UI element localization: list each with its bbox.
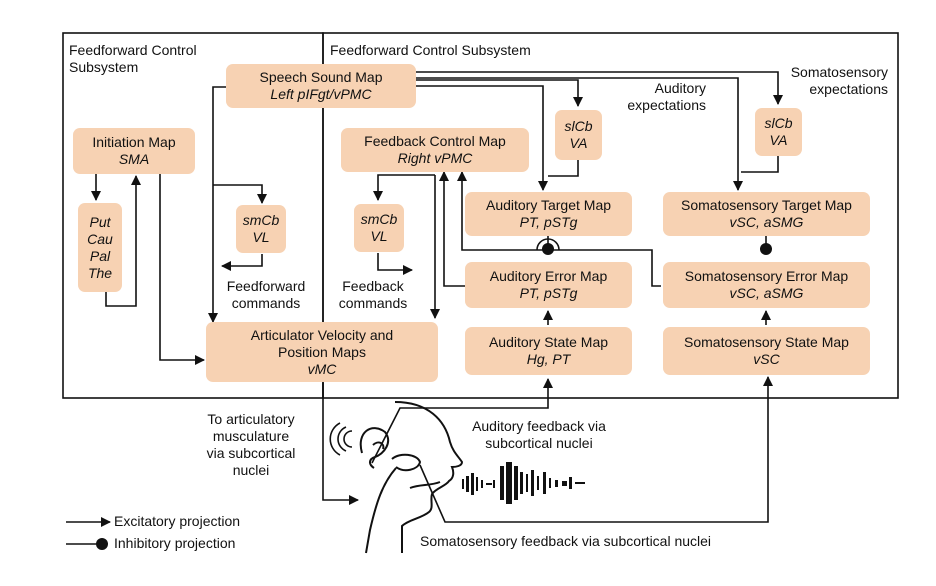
fcm-to-smcb-fb-arrow [373, 174, 435, 201]
somatosensory-error-map-title: Somatosensory Error Map [684, 268, 849, 284]
bg-pallidum: Pal [89, 247, 111, 264]
slcb-aud-title: slCb [564, 118, 593, 134]
feedback-control-map: Feedback Control Map Right vPMC [341, 128, 529, 172]
auditory-target-map: Auditory Target Map PT, pSTg [465, 192, 632, 236]
auditory-inhibit-dot [542, 243, 554, 255]
left-subsystem-title: Feedforward Control Subsystem [69, 42, 197, 75]
to-articulatory-musculature-label: To articulatory musculature via subcorti… [206, 411, 296, 478]
slcb-som-to-somatosensory-target-arrow [741, 156, 779, 173]
feedback-commands-label: Feedback commands [338, 278, 408, 311]
articulator-to-musculature-arrow [322, 383, 359, 505]
bg-caudate: Cau [87, 230, 113, 247]
smcb-ff-to-articulator-line [221, 254, 263, 271]
auditory-target-map-title: Auditory Target Map [485, 197, 612, 213]
auditory-error-map-title: Auditory Error Map [489, 268, 608, 284]
slcb-aud-region: VA [569, 135, 588, 151]
articulator-map-region: vMC [307, 360, 337, 377]
initiation-to-articulator-arrow [159, 174, 205, 365]
somatosensory-state-map-title: Somatosensory State Map [684, 334, 849, 350]
somatosensory-expectations-label: Somatosensory expectations [790, 64, 888, 97]
feedforward-commands-label: Feedforward commands [226, 278, 306, 311]
feedback-control-map-title: Feedback Control Map [364, 133, 506, 149]
somatosensory-error-map-region: vSC, aSMG [729, 285, 804, 301]
initiation-map-region: SMA [118, 151, 150, 167]
smcb-ff-region: VL [252, 229, 270, 245]
smcb-feedforward: smCb VL [236, 205, 286, 253]
ssm-to-articulator-arrow [208, 86, 228, 323]
auditory-state-map-region: Hg, PT [526, 351, 571, 367]
ssm-to-auditory-target-arrow [415, 85, 548, 191]
smcb-feedback: smCb VL [354, 204, 404, 252]
initiation-map-title: Initiation Map [92, 134, 176, 150]
head-profile-icon [359, 401, 464, 554]
somatosensory-target-map-region: vSC, aSMG [729, 214, 804, 230]
slcb-aud-to-auditory-target-arrow [548, 160, 579, 177]
smcb-fb-to-articulator-line [377, 253, 413, 275]
right-subsystem-box [322, 32, 899, 399]
auditory-state-map-title: Auditory State Map [488, 334, 609, 350]
somatosensory-feedback-label: Somatosensory feedback via subcortical n… [420, 533, 712, 549]
auditory-target-map-region: PT, pSTg [519, 214, 578, 230]
auditory-expectations-label: Auditory expectations [627, 80, 706, 113]
smcb-ff-title: smCb [242, 212, 280, 228]
bg-putamen: Put [89, 213, 111, 230]
sound-waves-icon [329, 422, 353, 456]
speech-waveform [462, 462, 585, 504]
articulator-map-title: Articulator Velocity and Position Maps [250, 326, 394, 360]
slcb-auditory: slCb VA [555, 110, 602, 160]
somatosensory-state-map: Somatosensory State Map vSC [663, 327, 870, 375]
bg-thalamus: The [87, 264, 113, 281]
legend-excitatory-label: Excitatory projection [114, 513, 241, 529]
right-subsystem-title: Feedforward Control Subsystem [330, 42, 531, 58]
auditory-error-to-fcm-arrow [439, 171, 466, 287]
inhibitory-crossover-hop [536, 238, 560, 251]
speech-sound-map-region: Left pIFgt/vPMC [270, 86, 372, 102]
ssm-to-slcb-aud-arrow [415, 79, 583, 107]
somatosensory-target-map: Somatosensory Target Map vSC, aSMG [663, 192, 870, 236]
speech-sound-map: Speech Sound Map Left pIFgt/vPMC [226, 64, 416, 108]
slcb-som-title: slCb [764, 115, 793, 131]
smcb-fb-title: smCb [360, 211, 398, 227]
articulator-velocity-position-maps: Articulator Velocity and Position Maps v… [206, 322, 438, 382]
bg-to-initiation-arrow [105, 175, 141, 307]
somatosensory-error-map: Somatosensory Error Map vSC, aSMG [663, 262, 870, 308]
somatosensory-state-map-region: vSC [753, 351, 780, 367]
ssm-to-somatosensory-target-arrow [415, 77, 743, 191]
ssm-to-slcb-som-arrow [415, 71, 783, 105]
auditory-error-map: Auditory Error Map PT, pSTg [465, 262, 632, 308]
auditory-state-map: Auditory State Map Hg, PT [465, 327, 632, 375]
basal-ganglia-box: Put Cau Pal The [78, 203, 122, 292]
auditory-error-map-region: PT, pSTg [519, 285, 578, 301]
legend-inhibitory-dot [96, 538, 108, 550]
slcb-som-region: VA [769, 132, 788, 148]
somatosensory-inhibit-dot [760, 243, 772, 255]
legend-inhibitory-label: Inhibitory projection [114, 535, 236, 551]
somatosensory-target-map-title: Somatosensory Target Map [681, 197, 852, 213]
initiation-map: Initiation Map SMA [73, 128, 195, 174]
somatosensory-error-to-fcm-arrow [457, 171, 661, 287]
auditory-feedback-label: Auditory feedback via subcortical nuclei [472, 418, 606, 451]
ssm-to-smcb-ff-arrow [213, 184, 267, 204]
speech-sound-map-title: Speech Sound Map [259, 69, 383, 85]
slcb-somatosensory: slCb VA [755, 108, 802, 156]
feedback-control-map-region: Right vPMC [397, 150, 473, 166]
auditory-feedback-arrow [371, 378, 553, 464]
smcb-fb-region: VL [370, 228, 388, 244]
